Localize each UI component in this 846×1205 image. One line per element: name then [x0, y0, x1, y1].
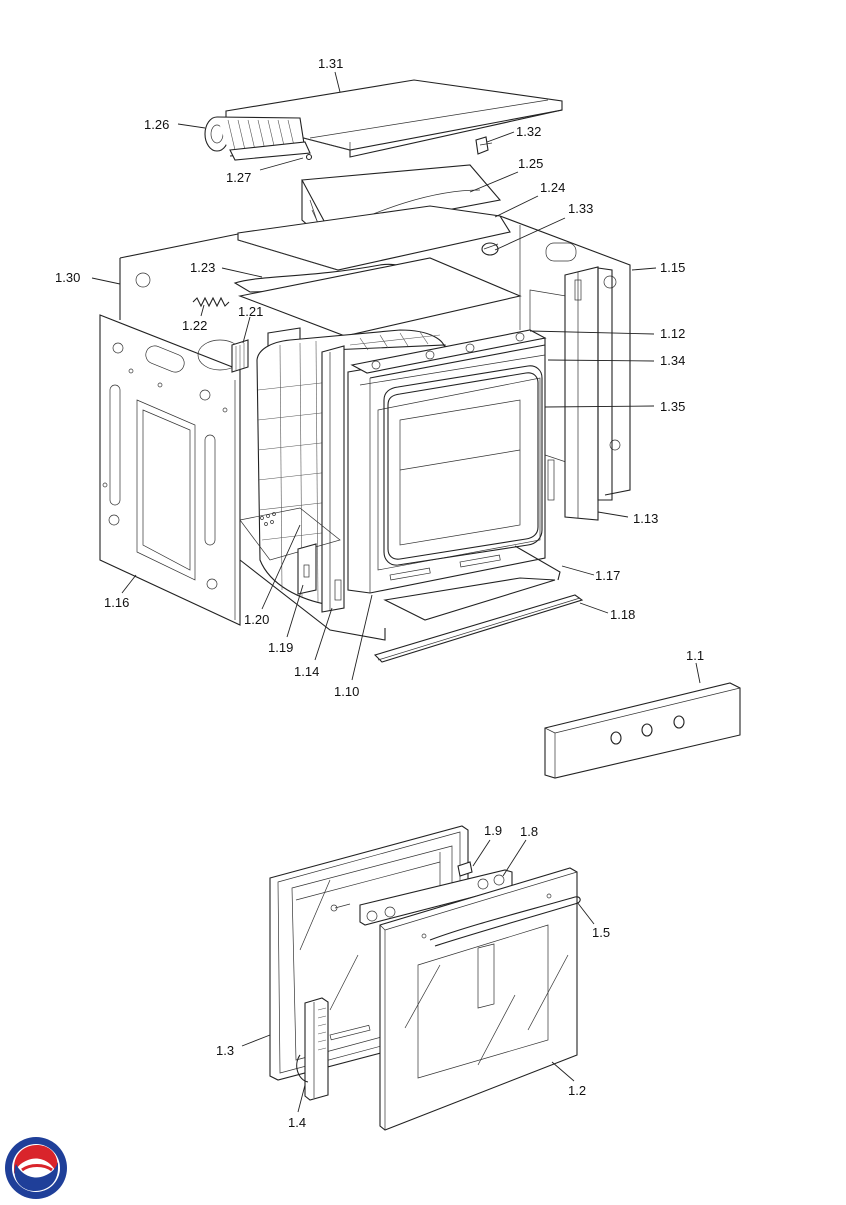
callout-1-17: 1.17 [595, 568, 620, 583]
callout-1-34: 1.34 [660, 353, 685, 368]
part-spring [192, 296, 230, 308]
part-left-side-panel [99, 314, 241, 626]
callout-1-13: 1.13 [633, 511, 658, 526]
callout-1-3: 1.3 [216, 1043, 234, 1058]
part-right-side-panel [597, 267, 613, 501]
part-control-panel [544, 682, 741, 779]
part-hinge-pin [330, 861, 473, 912]
callout-1-15: 1.15 [660, 260, 685, 275]
callout-1-5: 1.5 [592, 925, 610, 940]
callout-labels: 1.31 1.26 1.32 1.27 1.25 1.24 1.33 1.30 … [55, 56, 704, 1130]
callout-1-18: 1.18 [610, 607, 635, 622]
callout-1-14: 1.14 [294, 664, 319, 679]
callout-1-4: 1.4 [288, 1115, 306, 1130]
callout-1-35: 1.35 [660, 399, 685, 414]
brand-logo-icon [5, 1137, 67, 1199]
part-lamp-holder [481, 242, 499, 256]
callout-1-1: 1.1 [686, 648, 704, 663]
part-inner-top [238, 257, 522, 337]
leader-lines [91, 71, 701, 1113]
callout-1-27: 1.27 [226, 170, 251, 185]
callout-1-9: 1.9 [484, 823, 502, 838]
callout-1-2: 1.2 [568, 1083, 586, 1098]
part-right-rail [547, 266, 599, 521]
part-screw [305, 153, 313, 161]
part-oven-cavity [347, 337, 546, 594]
part-bottom-element [239, 507, 386, 641]
callout-1-33: 1.33 [568, 201, 593, 216]
part-top-front-strip [350, 329, 547, 386]
callout-1-32: 1.32 [516, 124, 541, 139]
callout-1-16: 1.16 [104, 595, 129, 610]
part-insulation [256, 329, 446, 606]
callout-1-20: 1.20 [244, 612, 269, 627]
part-bottom-tray [383, 545, 561, 621]
part-outer-door [379, 867, 581, 1131]
part-left-front-rail [321, 345, 345, 613]
callout-1-30: 1.30 [55, 270, 80, 285]
callout-1-25: 1.25 [518, 156, 543, 171]
callout-1-19: 1.19 [268, 640, 293, 655]
callout-1-31: 1.31 [318, 56, 343, 71]
part-bracket [297, 543, 317, 595]
callout-1-23: 1.23 [190, 260, 215, 275]
callout-1-22: 1.22 [182, 318, 207, 333]
part-clip [475, 136, 493, 155]
callout-1-8: 1.8 [520, 824, 538, 839]
callout-1-21: 1.21 [238, 304, 263, 319]
part-cooling-fan [204, 116, 311, 161]
callout-1-26: 1.26 [144, 117, 169, 132]
part-door-hinge [296, 997, 329, 1101]
callout-1-12: 1.12 [660, 326, 685, 341]
part-top-plate [237, 205, 511, 271]
callout-1-10: 1.10 [334, 684, 359, 699]
callout-1-24: 1.24 [540, 180, 565, 195]
part-bottom-trim [373, 594, 584, 663]
